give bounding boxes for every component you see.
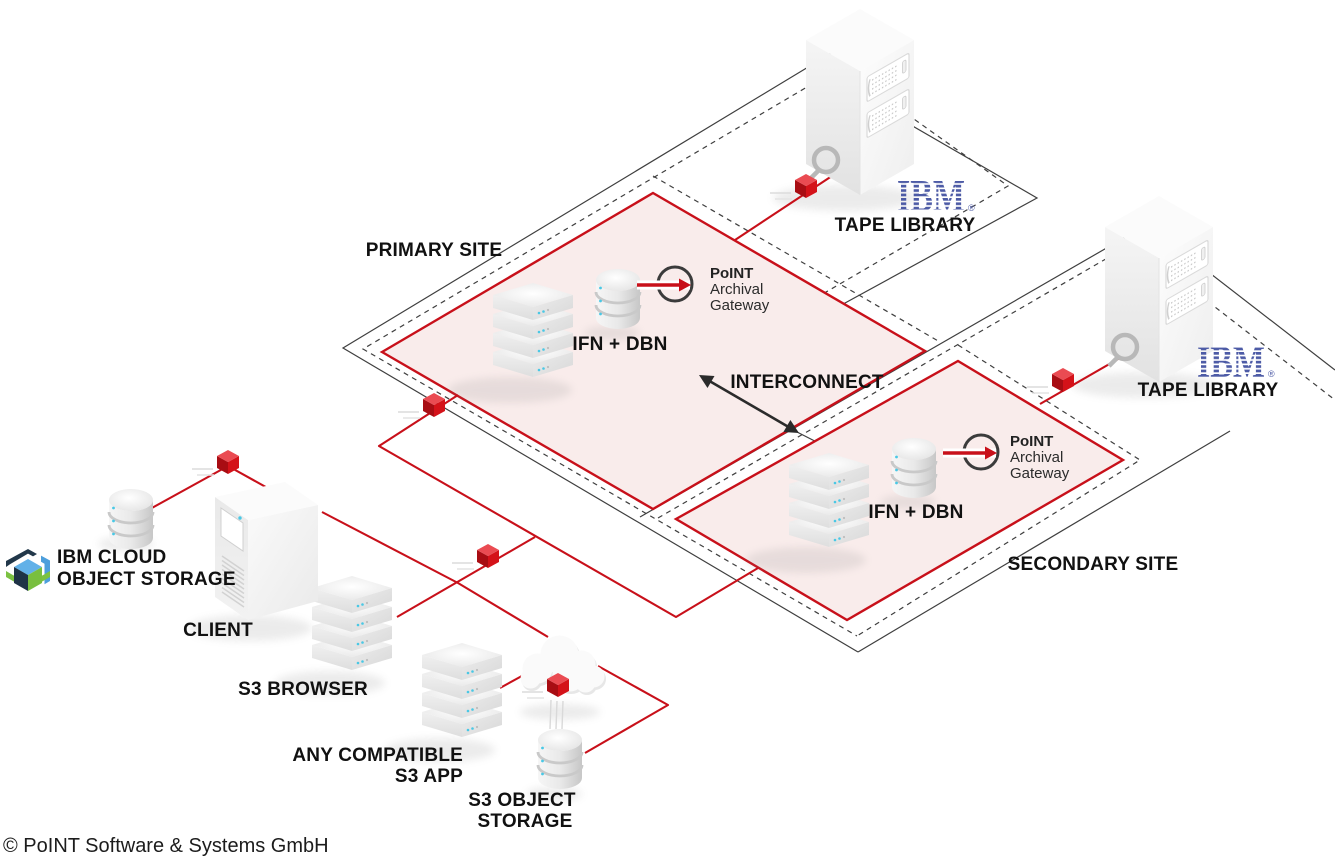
- ibm-logo-text: IBM: [897, 170, 965, 221]
- connector-cube-icon: [1026, 367, 1075, 394]
- pag-brand: PoINT: [1010, 433, 1053, 450]
- pag-brand: PoINT: [710, 265, 753, 282]
- tape-library-1-label: TAPE LIBRARY: [835, 215, 976, 236]
- interconnect-label: INTERCONNECT: [730, 372, 884, 393]
- interconnect-arrow: [699, 375, 799, 433]
- tape-library-1-icon: [806, 9, 914, 195]
- connector-cube-icon: [397, 392, 446, 419]
- primary-node-label: IFN + DBN: [572, 334, 667, 355]
- connector-cube-icon: [451, 543, 500, 570]
- red-connection-lines: [149, 169, 1126, 754]
- connector-cube-icon: [191, 449, 240, 476]
- ibm-cos-logo-icon: [6, 549, 50, 591]
- ibm-cos-label-line2: OBJECT STORAGE: [57, 569, 236, 590]
- primary-site-area: [379, 191, 928, 511]
- secondary-site-label: SECONDARY SITE: [1008, 554, 1179, 575]
- pag-line3: Gateway: [1010, 465, 1070, 482]
- s3-object-storage-icon: [536, 727, 584, 791]
- shadows: [98, 185, 1216, 801]
- primary-database-icon: [594, 267, 642, 331]
- pag-text-secondary: PoINT Archival Gateway: [1010, 433, 1070, 482]
- secondary-server-stack-icon: [789, 453, 869, 547]
- s3-app-label-line2: S3 APP: [395, 766, 463, 787]
- ibm-logo-text: IBM: [1197, 336, 1265, 387]
- primary-server-stack-icon: [493, 283, 573, 377]
- ibm-cos-label-line1: IBM CLOUD: [57, 547, 166, 568]
- secondary-database-icon: [890, 436, 938, 500]
- ibm-logo-2: IBM ®: [1197, 336, 1275, 387]
- s3-app-server-icon: [422, 643, 502, 737]
- ibm-logo-1: IBM ®: [897, 170, 975, 221]
- ibm-reg-mark: ®: [968, 203, 975, 213]
- pag-line2: Archival: [710, 281, 763, 298]
- s3-storage-label-line2: STORAGE: [477, 811, 572, 832]
- site-boundaries-dashed: [361, 63, 1335, 637]
- copyright-text: © PoINT Software & Systems GmbH: [3, 835, 329, 857]
- pag-text-primary: PoINT Archival Gateway: [710, 265, 770, 314]
- s3-storage-label-line1: S3 OBJECT: [468, 790, 576, 811]
- s3-browser-server-icon: [312, 576, 392, 670]
- pag-line3: Gateway: [710, 297, 770, 314]
- client-tower-icon: [215, 482, 318, 620]
- secondary-node-label: IFN + DBN: [868, 502, 963, 523]
- tape-library-2-label: TAPE LIBRARY: [1138, 380, 1279, 401]
- primary-site-label: PRIMARY SITE: [366, 240, 502, 261]
- client-label: CLIENT: [183, 620, 253, 641]
- ibm-cos-database-icon: [107, 487, 155, 551]
- ibm-reg-mark: ®: [1268, 369, 1275, 379]
- s3-browser-label: S3 BROWSER: [238, 679, 368, 700]
- cloud-stem-lines: [549, 699, 564, 730]
- s3-app-label-line1: ANY COMPATIBLE: [292, 745, 463, 766]
- pag-line2: Archival: [1010, 449, 1063, 466]
